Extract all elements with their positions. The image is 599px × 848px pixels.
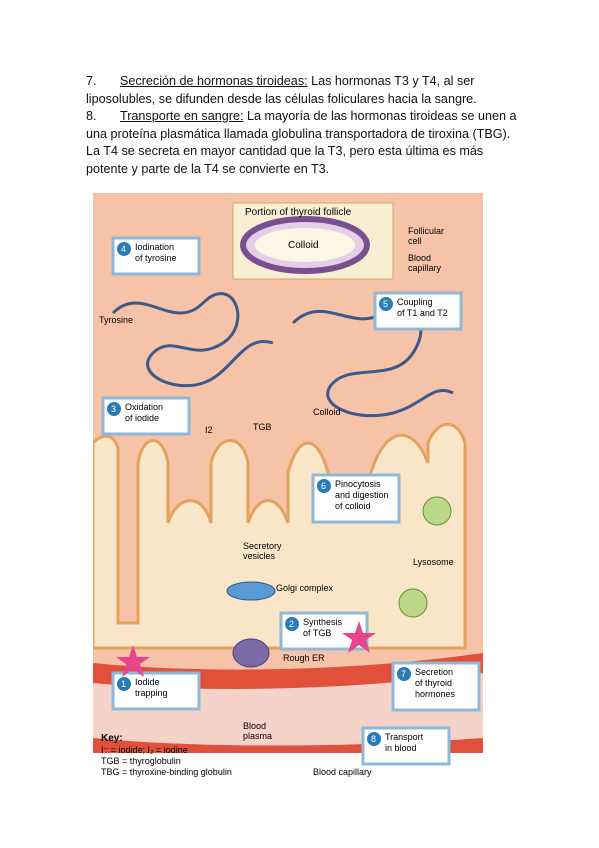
step-8-number: 8 [371,734,376,744]
key-line-3: TBG = thyroxine-binding globulin [101,767,232,777]
step-3-line: of iodide [125,413,159,423]
golgi-label: Golgi complex [276,583,334,593]
svg-text:vesicles: vesicles [243,551,276,561]
step-8-badge [367,732,381,746]
step-4-line: of tyrosine [135,253,177,263]
thyroid-hormone-figure: Portion of thyroid follicle Colloid Foll… [91,193,483,786]
step-1-line: trapping [135,688,168,698]
step-5-number: 5 [383,299,388,309]
section-7-number: 7. [86,74,97,88]
hormone-vesicle [398,588,428,618]
step-4-line: Iodination [135,242,174,252]
step-1-number: 1 [121,679,126,689]
i2-label: I2 [205,425,213,435]
step-3-line: Oxidation [125,402,163,412]
tyrosine-label: Tyrosine [99,315,133,325]
step-6-badge [317,479,331,493]
step-2-line: Synthesis [303,617,343,627]
section-7-heading: Secreción de hormonas tiroideas: [120,74,308,88]
inset-colloid-label: Colloid [288,240,319,251]
step-5-line: of T1 and T2 [397,308,448,318]
section-8: 8. Transporte en sangre: La mayoría de la… [86,108,526,178]
section-8-text: La mayoría de las hormonas tiroideas se … [86,109,517,176]
step-2-badge [285,617,299,631]
secretory-vesicles-label: Secretory [243,541,282,551]
step-7-line: of thyroid [415,678,452,688]
step-7-line: hormones [415,689,456,699]
svg-text:plasma: plasma [243,731,272,741]
step-6-line: of colloid [335,501,371,511]
step-5-badge [379,297,393,311]
blood-plasma-label: Blood [243,721,266,731]
rough-er-label: Rough ER [283,653,325,663]
step-2-number: 2 [289,619,294,629]
step-2-line: of TGB [303,628,331,638]
svg-text:cell: cell [408,236,422,246]
colloid-strand-1 [111,292,274,388]
step-6-number: 6 [321,481,326,491]
section-8-heading: Transporte en sangre: [120,109,244,123]
tgb-label: TGB [253,422,272,432]
step-8-line: Transport [385,732,424,742]
lysosome [422,496,452,526]
section-7: 7. Secreción de hormonas tiroideas: Las h… [86,73,526,108]
inset-colloid [255,228,355,262]
step-6-line: Pinocytosis [335,479,381,489]
blood-capillary-label: Blood capillary [313,767,372,777]
key-line-2: TGB = thyroglobulin [101,756,181,766]
step-6-line: and digestion [335,490,389,500]
colloid-label: Colloid [313,407,341,417]
star-synthesis-tgb [342,621,376,653]
step-4-badge [117,242,131,256]
step-1-badge [117,677,131,691]
step-3-number: 3 [111,404,116,414]
step-7-line: Secretion [415,667,453,677]
step-5-line: Coupling [397,297,433,307]
rough-er [232,638,270,668]
step-4-number: 4 [121,244,126,254]
colloid-strand-2 [291,305,454,418]
step-7-badge [397,667,411,681]
step-3-badge [107,402,121,416]
step-8-line: in blood [385,743,417,753]
step-1-line: Iodide [135,677,160,687]
section-8-number: 8. [86,109,97,123]
inset-title: Portion of thyroid follicle [245,207,352,218]
svg-text:capillary: capillary [408,263,442,273]
key-line-1: I⁻ = iodide; I₂ = iodine [101,745,188,755]
star-iodide-trapping [116,645,150,677]
golgi-complex [226,581,276,601]
step-7-number: 7 [401,669,406,679]
inset-follicular-label: Follicular [408,226,444,236]
lysosome-label: Lysosome [413,557,454,567]
key-title: Key: [101,733,123,744]
section-7-text: Las hormonas T3 y T4, al ser liposoluble… [86,74,477,106]
inset-capillary-label: Blood [408,253,431,263]
